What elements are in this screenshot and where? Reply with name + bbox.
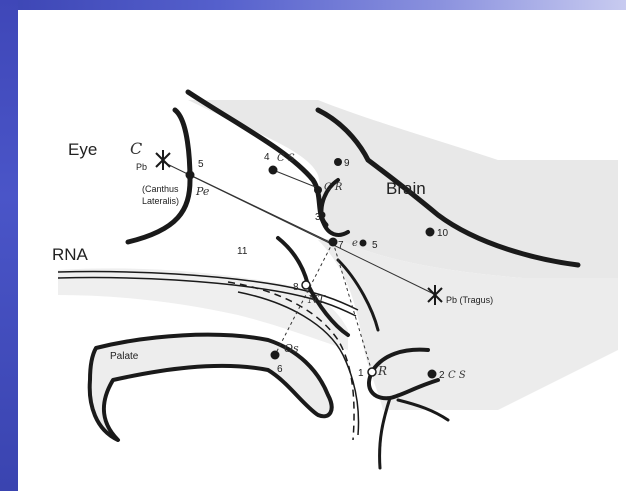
point-6-dot: [271, 351, 280, 360]
hand-cs-2: C S: [448, 370, 466, 381]
canthus-label-line2: Lateralis): [142, 196, 179, 206]
point-5b-number: 5: [372, 240, 378, 251]
point-7-number: 7: [338, 240, 344, 251]
slide-top-bar: [0, 0, 626, 10]
slide-left-bar: [0, 0, 18, 491]
hand-e: e: [352, 238, 358, 249]
hand-r: R: [377, 364, 387, 378]
point-8-dot: [302, 281, 310, 289]
point-10-number: 10: [437, 228, 449, 239]
point-5-number: 5: [198, 159, 204, 170]
point-2-number: 2: [439, 370, 445, 381]
point-4-dot: [269, 166, 278, 175]
point-8-number: 8: [293, 282, 299, 293]
point-9-dot: [334, 158, 342, 166]
point-1-number: 1: [358, 368, 364, 379]
point-7-dot: [329, 238, 338, 247]
pb-eye-label: Pb: [136, 162, 147, 172]
point-9-number: 9: [344, 158, 350, 169]
point-3-number: 3: [315, 212, 321, 223]
hand-pr: C R: [324, 182, 343, 193]
pb-tragus-label: Pb (Tragus): [446, 295, 493, 305]
point-5-dot: [186, 171, 195, 180]
hand-pe: Pe: [195, 185, 210, 198]
point-11-number: 11: [237, 246, 248, 257]
palate-label: Palate: [110, 351, 139, 362]
canthus-label-line1: (Canthus: [142, 184, 179, 194]
diagram-svg: Eye Brain RNA Palate Pb (Canthus Lateral…: [18, 10, 626, 491]
point-2-dot: [428, 370, 437, 379]
hand-cs-4: C S: [277, 153, 295, 164]
rna-label: RNA: [52, 245, 89, 264]
hand-c-top: C: [130, 139, 142, 158]
pb-eye-asterisk-icon: [156, 150, 170, 170]
eye-label: Eye: [68, 140, 97, 159]
hand-nt: NT: [307, 293, 327, 306]
point-5b-dot: [360, 240, 367, 247]
brain-label: Brain: [386, 179, 426, 198]
point-6-number: 6: [277, 364, 283, 375]
anatomy-diagram: Eye Brain RNA Palate Pb (Canthus Lateral…: [18, 10, 626, 491]
point-1-dot: [368, 368, 376, 376]
point-pr-dot: [314, 186, 322, 194]
hand-os: Os: [284, 342, 299, 355]
orbit-contour: [128, 110, 190, 242]
point-10-dot: [426, 228, 435, 237]
point-4-number: 4: [264, 152, 270, 163]
